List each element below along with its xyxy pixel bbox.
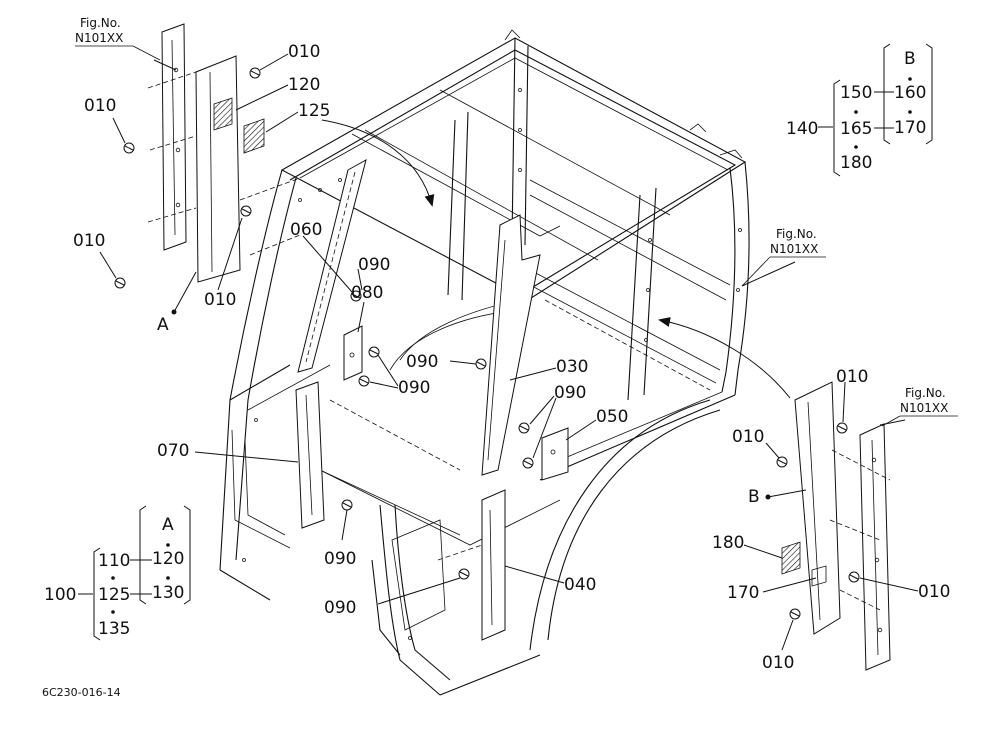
callout-090: 090 xyxy=(358,255,390,275)
bolt-icon xyxy=(123,142,135,154)
bolt-icon xyxy=(249,67,261,79)
callout-010: 010 xyxy=(288,42,320,62)
callout-090: 090 xyxy=(324,549,356,569)
callout-090: 090 xyxy=(406,352,438,372)
leader-dot-a xyxy=(171,309,177,315)
legend-A: 100 110 125 135 A 120 130 xyxy=(44,505,191,641)
diagram-label: 180 xyxy=(840,153,872,173)
fig-ref-top-left: Fig.No. N101XX xyxy=(75,16,161,61)
legend-B-head: B xyxy=(904,49,916,69)
bolt-icon xyxy=(848,571,860,583)
part-050-cover xyxy=(541,427,569,481)
callout-170: 170 xyxy=(727,583,759,603)
bolt-icon xyxy=(350,290,362,302)
diagram-label: Fig.No. xyxy=(80,16,121,30)
bolt-icon xyxy=(522,457,534,469)
diagram-label: 165 xyxy=(840,119,872,139)
diagram-label: N101XX xyxy=(900,401,948,415)
callout-125: 125 xyxy=(298,101,330,121)
callout-010: 010 xyxy=(836,367,868,387)
fig-ref-mid-right: Fig.No. N101XX xyxy=(741,227,826,287)
bolt-icon xyxy=(475,358,487,370)
diagram-label: N101XX xyxy=(770,242,818,256)
label-120-decal xyxy=(213,97,233,131)
callout-120: 120 xyxy=(288,75,320,95)
right-panel-assembly xyxy=(781,381,891,671)
diagram-label: 160 xyxy=(894,83,926,103)
callout-040: 040 xyxy=(564,575,596,595)
callout-070: 070 xyxy=(157,441,189,461)
bolt-icon xyxy=(114,277,126,289)
label-125-decal xyxy=(243,118,265,154)
arrow-panel-a xyxy=(321,119,435,207)
legend-B-group: 140 xyxy=(786,119,818,139)
part-080-bracket xyxy=(343,325,363,381)
diagram-label: 110 xyxy=(98,551,130,571)
callout-090: 090 xyxy=(324,598,356,618)
callout-060: 060 xyxy=(290,220,322,240)
arrow-panel-b xyxy=(658,317,791,399)
diagram-label: Fig.No. xyxy=(776,227,817,241)
bolt-icon xyxy=(358,375,370,387)
callout-180: 180 xyxy=(712,533,744,553)
drawing-code: 6C230-016-14 xyxy=(42,686,121,699)
part-030-pillar-cover xyxy=(481,214,541,476)
callout-010: 010 xyxy=(732,427,764,447)
diagram-label: 125 xyxy=(98,585,130,605)
leader-dot-b xyxy=(765,494,771,500)
legend-B: 140 150 165 180 B 160 170 xyxy=(786,43,933,177)
callout-A: A xyxy=(157,315,169,335)
callout-010: 010 xyxy=(762,653,794,673)
label-180-decal xyxy=(781,541,801,575)
legend-A-head: A xyxy=(162,515,174,535)
left-panel-assembly xyxy=(147,23,301,283)
cab-frame xyxy=(219,29,750,696)
part-040-cover xyxy=(437,489,506,641)
frame-holes xyxy=(242,88,742,640)
bolt-icon xyxy=(240,205,252,217)
diagram-label: 170 xyxy=(894,118,926,138)
callout-010: 010 xyxy=(73,231,105,251)
legend-A-group: 100 xyxy=(44,585,76,605)
bolt-icon xyxy=(458,568,470,580)
diagram-label: 150 xyxy=(840,83,872,103)
diagram-label: N101XX xyxy=(75,31,123,45)
diagram-label: 120 xyxy=(152,549,184,569)
diagram-label: Fig.No. xyxy=(905,386,946,400)
bolt-icon xyxy=(518,422,530,434)
callout-090: 090 xyxy=(554,383,586,403)
fig-ref-bottom-right: Fig.No. N101XX xyxy=(881,386,958,427)
callout-090: 090 xyxy=(398,378,430,398)
callout-080: 080 xyxy=(351,283,383,303)
part-070-cover xyxy=(295,381,325,529)
callout-010: 010 xyxy=(918,582,950,602)
callouts: 010 120 125 010 010 010 A 060 090 080 09… xyxy=(73,42,950,673)
callout-B: B xyxy=(748,487,760,507)
bolt-icon xyxy=(836,422,848,434)
diagram-label: 130 xyxy=(152,583,184,603)
leader-lines xyxy=(99,53,919,651)
callout-010: 010 xyxy=(84,96,116,116)
callout-050: 050 xyxy=(596,407,628,427)
bolt-icon xyxy=(776,456,788,468)
bolt-icon xyxy=(341,499,353,511)
bolt-icon xyxy=(368,346,380,358)
diagram-label: 135 xyxy=(98,619,130,639)
bolt-icon xyxy=(789,608,801,620)
callout-010: 010 xyxy=(204,290,236,310)
label-170-decal xyxy=(811,565,827,587)
callout-030: 030 xyxy=(556,357,588,377)
